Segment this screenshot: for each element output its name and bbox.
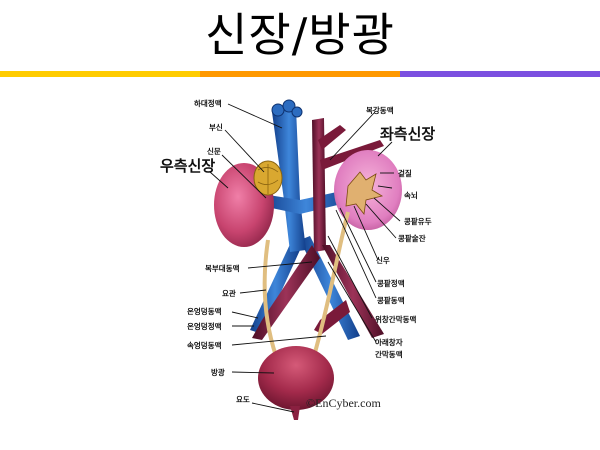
label-celiac-artery: 복강동맥 xyxy=(366,106,394,115)
label-common-iliac-vein: 온엉덩정맥 xyxy=(187,322,222,331)
label-inferior-vena-cava: 하대정맥 xyxy=(194,99,222,108)
label-renal-papilla: 콩팥유두 xyxy=(404,217,432,226)
title-rule-orange xyxy=(200,71,400,77)
label-renal-vein: 콩팥정맥 xyxy=(377,279,405,288)
title-rule-yellow xyxy=(0,71,200,77)
label-right-kidney: 우측신장 xyxy=(160,157,216,175)
title-rule-purple xyxy=(400,71,600,77)
label-urethra: 요도 xyxy=(236,395,250,404)
label-adrenal-gland: 부신 xyxy=(209,123,223,132)
label-left-kidney: 좌측신장 xyxy=(380,125,436,143)
label-inferior-mesenteric-artery-line1: 아래창자 xyxy=(375,338,403,347)
label-common-iliac-artery: 온엉덩동맥 xyxy=(187,307,222,316)
label-renal-pelvis: 신우 xyxy=(376,256,390,265)
slide-title: 신장/방광 xyxy=(205,8,395,62)
label-cortex: 겉질 xyxy=(398,169,412,178)
label-medulla: 속뇌 xyxy=(404,191,418,200)
label-bladder: 방광 xyxy=(211,368,225,377)
image-credit: ©EnCyber.com xyxy=(306,396,381,410)
label-internal-iliac-artery: 속엉덩동맥 xyxy=(187,341,222,350)
label-renal-artery: 콩팥동맥 xyxy=(377,296,405,305)
label-renal-calyx: 콩팥술잔 xyxy=(398,234,426,243)
label-abdominal-aorta: 복부대동맥 xyxy=(205,264,240,273)
label-ureter: 요관 xyxy=(222,289,236,298)
label-inferior-mesenteric-artery-line2: 간막동맥 xyxy=(375,350,403,359)
label-renal-hilum: 신문 xyxy=(207,147,221,156)
label-superior-mesenteric-artery: 위창간막동맥 xyxy=(375,315,417,324)
